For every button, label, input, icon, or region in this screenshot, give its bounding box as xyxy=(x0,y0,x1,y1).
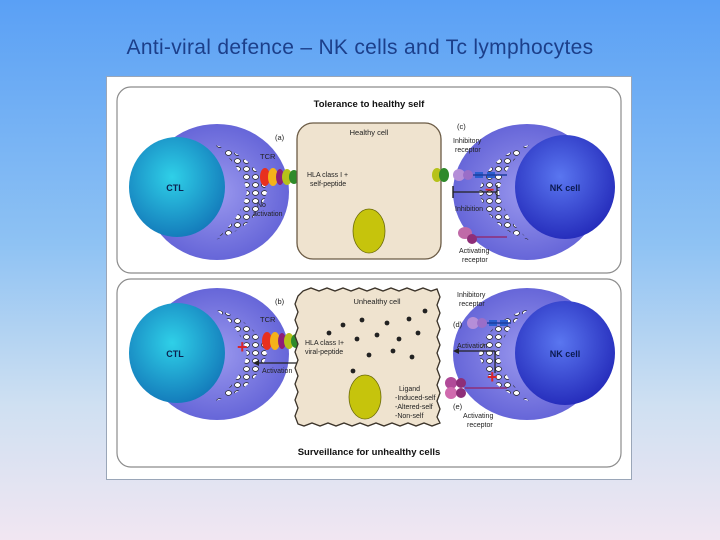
no-activation-label-line2: activation xyxy=(253,211,283,218)
hla-label-top-line2: self-peptide xyxy=(310,181,346,188)
ligand-label-line3: -Altered-self xyxy=(395,404,433,411)
activating-receptor-bottom xyxy=(445,377,507,399)
label-b: (b) xyxy=(275,297,285,306)
healthy-cell xyxy=(296,122,442,260)
inhibitory-receptor-bottom-line2: receptor xyxy=(459,301,485,308)
inhibition-label: Inhibition xyxy=(455,206,483,213)
ctl-nucleus-bottom xyxy=(129,303,225,403)
inhibitory-receptor-top xyxy=(453,169,507,181)
figure-box: Tolerance to healthy self CTL (a) TCR No… xyxy=(106,76,632,480)
hla-label-bottom-line1: HLA class I+ xyxy=(305,340,344,347)
activating-receptor-top xyxy=(458,227,507,244)
inhibition-arrow xyxy=(452,185,498,199)
inhibitory-receptor-bottom xyxy=(467,317,511,329)
unhealthy-cell-label: Unhealthy cell xyxy=(353,297,400,306)
plus-sign-left: + xyxy=(237,337,248,357)
label-d: (d) xyxy=(453,320,463,329)
hla-label-bottom-line2: viral-peptide xyxy=(305,349,343,356)
ctl-cell-top: CTL xyxy=(129,124,289,260)
activating-receptor-bottom-line2: receptor xyxy=(467,422,493,429)
unhealthy-cell xyxy=(294,287,441,427)
activating-receptor-top-line2: receptor xyxy=(462,257,488,264)
tcr-receptor-top xyxy=(260,168,299,186)
nk-nucleus-bottom xyxy=(515,301,615,405)
nk-label-bottom: NK cell xyxy=(550,349,581,359)
ligand-label-line2: -Induced-self xyxy=(395,395,436,402)
nk-label-top: NK cell xyxy=(550,183,581,193)
unhealthy-cell-nucleus xyxy=(348,374,382,420)
minus-sign: − xyxy=(485,182,494,199)
hla-label-top-line1: HLA class I + xyxy=(307,172,348,179)
slide-title: Anti-viral defence – NK cells and Tc lym… xyxy=(126,36,594,59)
immune-diagram: Tolerance to healthy self CTL (a) TCR No… xyxy=(116,86,622,468)
inhibitory-receptor-bottom-line1: Inhibitory xyxy=(457,292,486,299)
tcr-label-top: TCR xyxy=(260,152,276,161)
tcr-label-bottom: TCR xyxy=(260,315,276,324)
ctl-cell-bottom: CTL xyxy=(129,288,289,420)
ctl-nucleus-top xyxy=(129,137,225,237)
plus-sign-right: + xyxy=(487,367,498,387)
activation-arrow-right xyxy=(453,348,496,373)
nk-nucleus-top xyxy=(515,135,615,239)
healthy-cell-label: Healthy cell xyxy=(350,128,389,137)
healthy-cell-nucleus xyxy=(352,208,386,254)
bottom-panel-heading: Surveillance for unhealthy cells xyxy=(298,447,441,458)
ctl-label-top: CTL xyxy=(166,183,184,193)
label-a: (a) xyxy=(275,133,285,142)
tcr-receptor-bottom xyxy=(262,332,301,350)
no-activation-label-line1: No xyxy=(257,202,266,209)
activation-label-right: Activation xyxy=(457,343,487,350)
activating-receptor-bottom-line1: Activating xyxy=(463,413,493,420)
top-panel-heading: Tolerance to healthy self xyxy=(314,99,426,110)
ctl-label-bottom: CTL xyxy=(166,349,184,359)
viral-particles xyxy=(326,308,428,374)
nk-cell-top: NK cell xyxy=(453,124,615,260)
activation-label-left: Activation xyxy=(262,368,292,375)
inhibitory-receptor-top-line1: Inhibitory xyxy=(453,138,482,145)
inhibitory-receptor-top-line2: receptor xyxy=(455,147,481,154)
label-e: (e) xyxy=(453,402,463,411)
activating-receptor-top-line1: Activating xyxy=(459,248,489,255)
label-c: (c) xyxy=(457,122,466,131)
hla-molecule-right-top xyxy=(432,168,449,182)
ligand-label-line1: Ligand xyxy=(399,386,420,393)
ligand-label-line4: -Non-self xyxy=(395,413,423,420)
